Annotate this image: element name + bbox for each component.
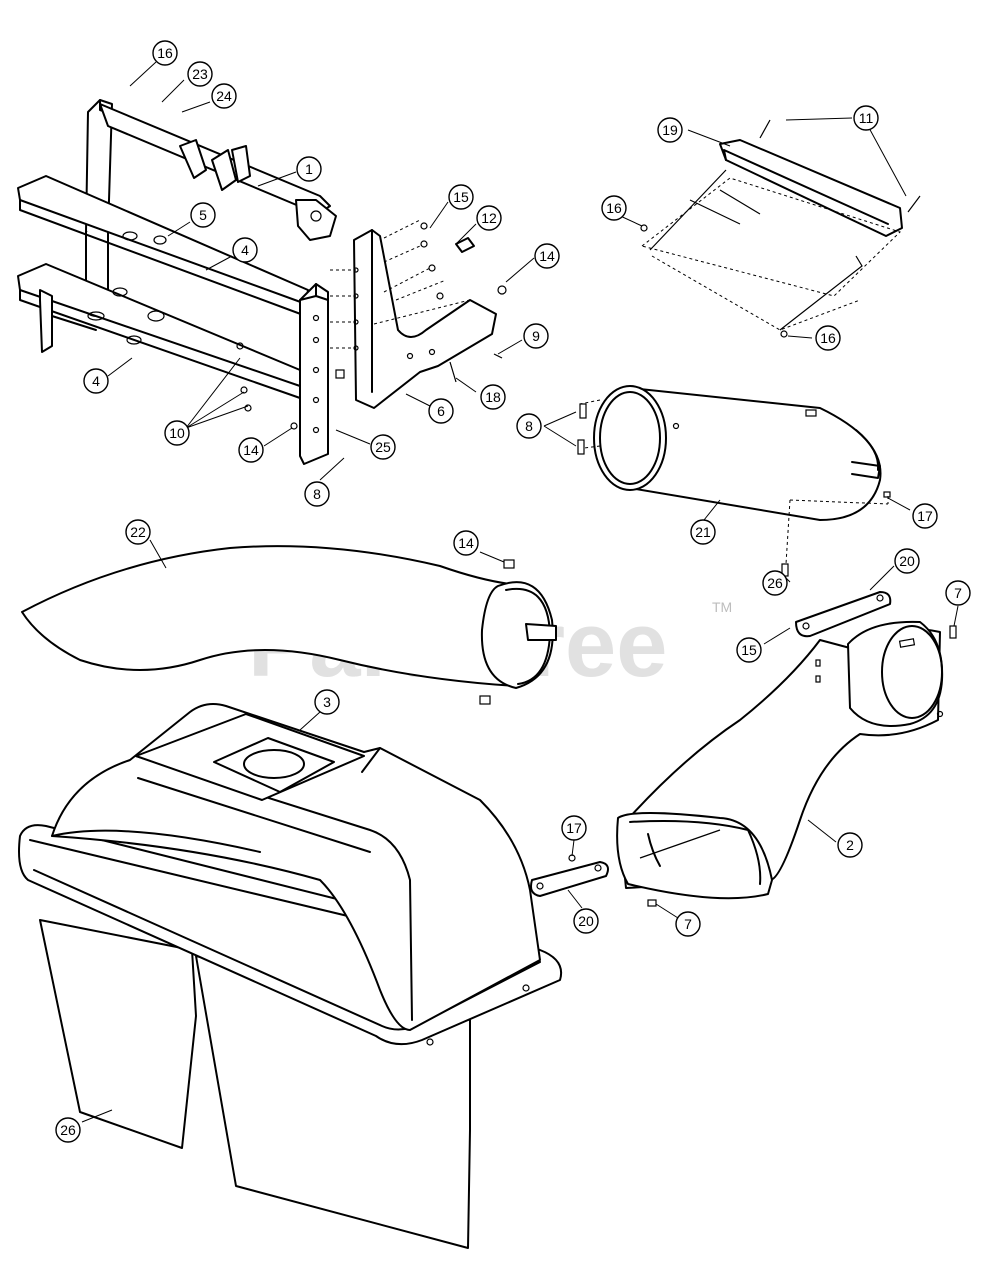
callout-15: 15 <box>736 637 762 663</box>
callout-16: 16 <box>601 195 627 221</box>
callout-label: 2 <box>846 837 854 853</box>
callout-label: 11 <box>859 110 874 126</box>
callout-3: 3 <box>314 689 340 715</box>
callout-label: 10 <box>169 425 185 441</box>
callout-23: 23 <box>187 61 213 87</box>
callout-12: 12 <box>476 205 502 231</box>
callout-label: 26 <box>60 1122 76 1138</box>
callout-label: 23 <box>192 66 208 82</box>
callout-15: 15 <box>448 184 474 210</box>
callout-17: 17 <box>912 503 938 529</box>
watermark-trademark: TM <box>712 599 732 615</box>
callout-7: 7 <box>945 580 971 606</box>
callout-label: 4 <box>241 242 249 258</box>
callout-label: 26 <box>767 575 783 591</box>
callout-22: 22 <box>125 519 151 545</box>
callout-8: 8 <box>516 413 542 439</box>
callout-1: 1 <box>296 156 322 182</box>
part-tube <box>577 385 891 577</box>
callout-label: 17 <box>917 508 933 524</box>
part-links <box>530 591 892 907</box>
callout-label: 8 <box>525 418 533 434</box>
callout-label: 20 <box>899 553 915 569</box>
callout-20: 20 <box>573 908 599 934</box>
part-top-cover <box>640 119 921 338</box>
callout-label: 3 <box>323 694 331 710</box>
part-bagger <box>18 703 562 1249</box>
callout-26: 26 <box>762 570 788 596</box>
callout-label: 9 <box>532 328 540 344</box>
callout-14: 14 <box>453 530 479 556</box>
callout-label: 7 <box>954 585 962 601</box>
callout-label: 15 <box>453 189 469 205</box>
callout-label: 16 <box>606 200 622 216</box>
callout-label: 24 <box>216 88 232 104</box>
callout-label: 14 <box>458 535 474 551</box>
callout-14: 14 <box>534 243 560 269</box>
callout-label: 25 <box>375 439 391 455</box>
callout-8: 8 <box>304 481 330 507</box>
callout-7: 7 <box>675 911 701 937</box>
callout-10: 10 <box>164 420 190 446</box>
callout-label: 19 <box>662 122 678 138</box>
callout-9: 9 <box>523 323 549 349</box>
callout-label: 22 <box>130 524 146 540</box>
callout-16: 16 <box>152 40 178 66</box>
callout-5: 5 <box>190 202 216 228</box>
callout-24: 24 <box>211 83 237 109</box>
callout-label: 20 <box>578 913 594 929</box>
callout-label: 14 <box>243 442 259 458</box>
callout-16: 16 <box>815 325 841 351</box>
part-chute <box>21 545 557 705</box>
callout-label: 17 <box>566 820 582 836</box>
callout-label: 1 <box>305 161 313 177</box>
callout-4: 4 <box>232 237 258 263</box>
callout-25: 25 <box>370 434 396 460</box>
callout-2: 2 <box>837 832 863 858</box>
callout-label: 18 <box>485 389 501 405</box>
callout-19: 19 <box>657 117 683 143</box>
leader-lines <box>81 61 959 1123</box>
part-elbow <box>616 620 957 900</box>
callout-6: 6 <box>428 398 454 424</box>
callout-label: 12 <box>481 210 497 226</box>
callout-21: 21 <box>690 519 716 545</box>
callout-label: 5 <box>199 207 207 223</box>
callout-label: 14 <box>539 248 555 264</box>
callout-14: 14 <box>238 437 264 463</box>
callout-label: 16 <box>820 330 836 346</box>
callout-label: 16 <box>157 45 173 61</box>
part-side-bracket <box>330 219 507 409</box>
callout-11: 11 <box>853 105 879 131</box>
callout-label: 21 <box>695 524 711 540</box>
callout-26: 26 <box>55 1117 81 1143</box>
callout-17: 17 <box>561 815 587 841</box>
callout-label: 6 <box>437 403 445 419</box>
callout-20: 20 <box>894 548 920 574</box>
callout-label: 4 <box>92 373 100 389</box>
callout-4: 4 <box>83 368 109 394</box>
callout-label: 7 <box>684 916 692 932</box>
callout-label: 8 <box>313 486 321 502</box>
callout-label: 15 <box>741 642 757 658</box>
part-hitch-frame <box>17 99 345 465</box>
callout-18: 18 <box>480 384 506 410</box>
